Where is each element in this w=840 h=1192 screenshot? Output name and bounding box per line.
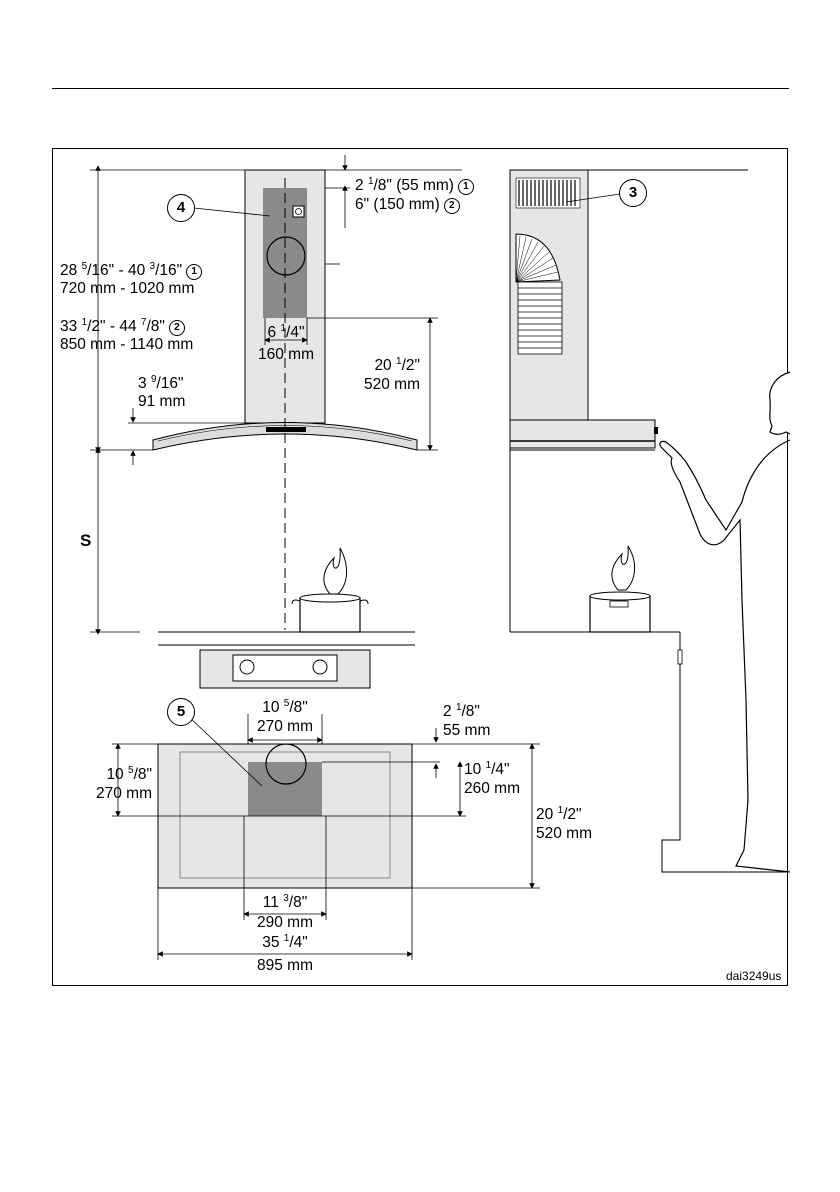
side-view <box>510 170 790 872</box>
dim-outlet-width: 6 1/4" <box>250 324 322 342</box>
clearance-label: S <box>80 531 91 551</box>
figure-code: dai3249us <box>726 969 781 983</box>
dim-canopy: 3 9/16" <box>138 375 184 393</box>
dim-plan-bottom-metric: 290 mm <box>245 914 325 932</box>
dim-height-2-metric: 850 mm - 1140 mm <box>60 336 193 354</box>
note-marker-1: 1 <box>458 179 474 195</box>
dim-plan-total: 35 1/4" <box>245 934 325 952</box>
dim-plan-offset: 2 1/8" <box>443 703 480 721</box>
dim-plan-depth-metric: 520 mm <box>536 825 592 843</box>
flame-icon-side <box>612 546 635 590</box>
dim-plan-width-top: 10 5/8" <box>245 699 325 717</box>
dim-plan-total-metric: 895 mm <box>245 957 325 975</box>
dim-plan-depth: 20 1/2" <box>536 806 582 824</box>
dim-plan-left: 10 5/8" <box>72 766 152 784</box>
dim-height-1-metric: 720 mm - 1020 mm <box>60 280 194 298</box>
person-head <box>770 372 790 434</box>
callout-3: 3 <box>619 179 647 207</box>
socket-icon <box>293 206 304 217</box>
dim-plan-right: 10 1/4" <box>464 761 510 779</box>
dim-plan-width-top-metric: 270 mm <box>245 718 325 736</box>
plan-cutout <box>248 762 322 816</box>
dim-plan-right-metric: 260 mm <box>464 780 520 798</box>
dim-height-1: 28 5/16" - 40 3/16"1 <box>60 262 202 280</box>
callout-4: 4 <box>167 194 195 222</box>
plan-view <box>112 714 540 960</box>
dim-plan-left-metric: 270 mm <box>72 785 152 803</box>
dim-plan-bottom: 11 3/8" <box>245 894 325 912</box>
front-view <box>90 155 462 688</box>
pot-side <box>590 546 650 632</box>
dim-side-height: 20 1/2" <box>340 357 420 375</box>
hood-controls <box>266 427 306 432</box>
dim-height-2: 33 1/2" - 44 7/8"2 <box>60 318 185 336</box>
dim-plan-offset-metric: 55 mm <box>443 722 490 740</box>
note-marker-1b: 1 <box>186 264 202 280</box>
dim-side-height-metric: 520 mm <box>340 376 420 394</box>
note-marker-2b: 2 <box>169 320 185 336</box>
pot-front <box>292 548 368 632</box>
flame-icon <box>324 548 347 594</box>
dim-outlet-width-metric: 160 mm <box>245 346 327 364</box>
dim-top-offset-2: 6" (150 mm)2 <box>355 196 460 214</box>
dim-canopy-metric: 91 mm <box>138 393 185 411</box>
note-marker-2: 2 <box>444 198 460 214</box>
callout-5: 5 <box>167 698 195 726</box>
dim-top-offset: 2 1/8" (55 mm)1 <box>355 177 474 195</box>
